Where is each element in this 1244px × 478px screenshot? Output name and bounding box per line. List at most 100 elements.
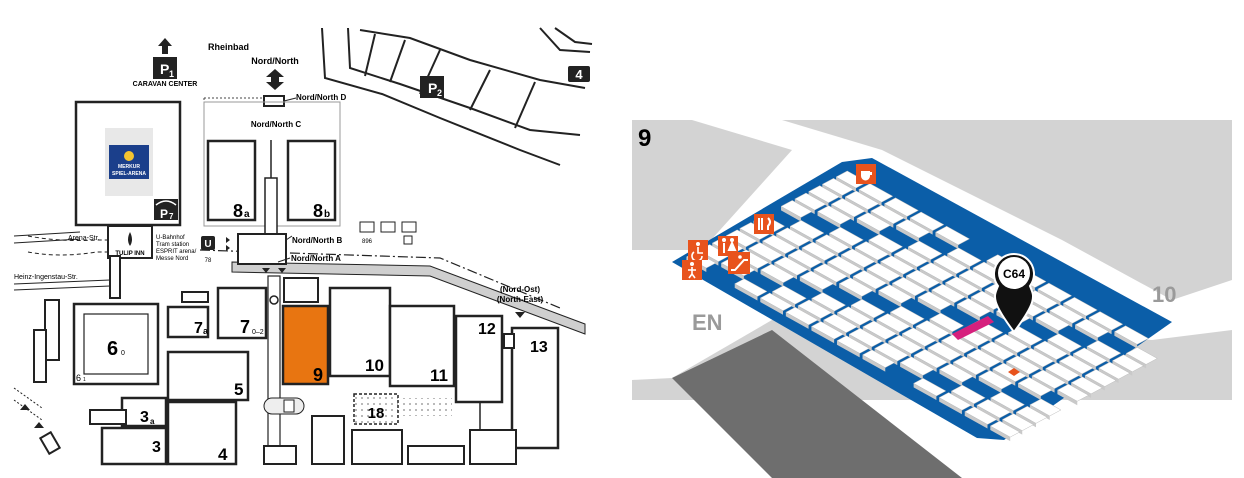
booth[interactable] [808, 185, 841, 204]
booth[interactable] [1070, 376, 1103, 395]
escalator-icon[interactable] [728, 252, 750, 274]
selected-booth[interactable] [952, 316, 994, 340]
booth[interactable] [1125, 347, 1158, 365]
parking-p1-sign[interactable]: P 1 [153, 38, 177, 79]
hall-6[interactable]: 6 0 [72, 302, 160, 386]
booth[interactable] [797, 299, 833, 319]
booth[interactable] [868, 233, 904, 254]
booth[interactable] [877, 284, 913, 304]
booth[interactable] [780, 200, 813, 218]
booth[interactable] [883, 197, 919, 217]
parking-p4-sign[interactable]: 4 [568, 66, 590, 82]
booth[interactable] [787, 249, 823, 269]
booth[interactable] [913, 349, 949, 369]
booth[interactable] [964, 406, 998, 425]
booth[interactable] [1037, 282, 1073, 303]
booth[interactable] [773, 256, 809, 276]
booth[interactable] [771, 285, 807, 305]
booth[interactable] [734, 278, 768, 297]
booth[interactable] [870, 204, 906, 225]
booth[interactable] [889, 305, 925, 326]
booth[interactable] [811, 292, 847, 312]
booth[interactable] [838, 277, 874, 297]
gate-nord-d[interactable] [263, 95, 285, 107]
tulip-inn-hotel[interactable]: TULIP INN [107, 225, 153, 299]
hall-11[interactable]: 11 [388, 304, 456, 388]
booth[interactable] [989, 420, 1021, 438]
booth[interactable] [759, 292, 793, 311]
restaurant-icon[interactable] [754, 214, 774, 234]
booth[interactable] [927, 341, 963, 361]
parking-p2-sign[interactable]: P 2 [420, 76, 444, 98]
booth[interactable] [856, 212, 892, 232]
booth[interactable] [938, 392, 972, 411]
booth[interactable] [929, 312, 965, 332]
hall-3a[interactable]: 3 a [89, 396, 168, 428]
booth[interactable] [1045, 362, 1081, 382]
booth[interactable] [799, 270, 835, 290]
booth[interactable] [879, 255, 915, 275]
hall-4[interactable]: 4 [166, 400, 238, 466]
booth[interactable] [917, 291, 953, 311]
booth[interactable] [905, 269, 941, 289]
booth[interactable] [822, 313, 858, 333]
booth[interactable] [980, 341, 1016, 361]
booth[interactable] [1019, 348, 1055, 368]
booth[interactable] [785, 306, 819, 326]
booth[interactable] [1098, 361, 1131, 380]
site-map[interactable]: 4 P 2 P 1 CARAVAN CENTER Rheinbad Nord/N… [0, 0, 600, 478]
booth[interactable] [899, 356, 935, 376]
booth[interactable] [978, 370, 1014, 390]
booth[interactable] [958, 269, 994, 289]
booth[interactable] [840, 248, 876, 268]
person-icon[interactable] [682, 260, 702, 280]
booth[interactable] [1029, 398, 1062, 417]
booth[interactable] [775, 227, 811, 247]
booth[interactable] [836, 306, 872, 326]
booth[interactable] [854, 241, 890, 261]
u-bahn-station-info[interactable]: U-Bahnhof Tram station ESPRIT arena/ Mes… [156, 235, 230, 264]
booth[interactable] [789, 220, 825, 240]
booth[interactable] [801, 241, 837, 261]
booth[interactable] [893, 248, 929, 268]
hall-8a[interactable]: 8 a [206, 139, 257, 222]
booth[interactable] [813, 263, 849, 283]
booth[interactable] [1047, 333, 1082, 353]
booth[interactable] [1111, 354, 1145, 373]
booth[interactable] [861, 349, 896, 368]
kiosk[interactable] [263, 397, 305, 415]
booth[interactable] [1088, 311, 1124, 331]
booth[interactable] [815, 234, 850, 254]
booth[interactable] [1062, 297, 1098, 317]
booth[interactable] [1084, 369, 1117, 387]
booth[interactable] [1001, 413, 1034, 431]
booth[interactable] [993, 333, 1029, 354]
booth[interactable] [895, 219, 931, 239]
booth[interactable] [934, 225, 970, 246]
booth[interactable] [1015, 405, 1048, 424]
booth[interactable] [844, 190, 880, 210]
booth[interactable] [1113, 325, 1149, 345]
booth[interactable] [1086, 340, 1122, 360]
hall-7a[interactable]: 7 a [166, 305, 210, 339]
booth[interactable] [874, 342, 909, 362]
hall-10[interactable]: 10 [328, 286, 392, 378]
booth[interactable] [990, 391, 1025, 411]
booth[interactable] [913, 378, 947, 397]
booth[interactable] [966, 348, 1002, 368]
booth[interactable] [932, 254, 968, 275]
hall-12[interactable]: 12 [454, 314, 504, 404]
booth[interactable] [1048, 304, 1084, 324]
booth[interactable] [866, 262, 902, 282]
booth[interactable] [858, 183, 894, 203]
booth[interactable] [938, 363, 974, 383]
hall-18[interactable]: 18 [353, 393, 399, 425]
booth[interactable] [940, 334, 976, 354]
booth[interactable] [761, 234, 797, 255]
parking-p7-sign[interactable]: P 7 [154, 199, 178, 221]
booth[interactable] [1035, 311, 1071, 331]
cafe-icon[interactable] [856, 164, 876, 184]
hall-5[interactable]: 5 [166, 350, 250, 402]
hall-9[interactable]: 9 [281, 304, 330, 386]
booth[interactable] [850, 299, 886, 319]
